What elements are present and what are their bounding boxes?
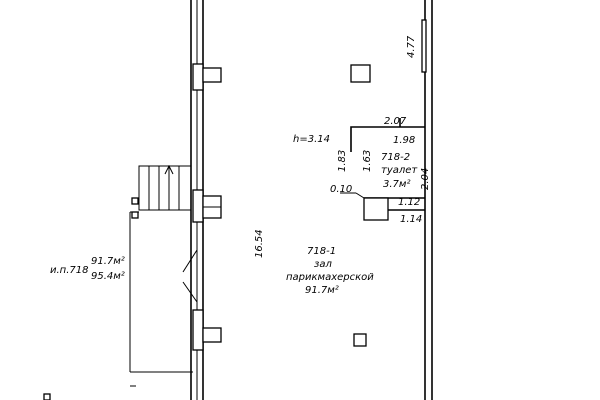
toilet-partitions [340,118,425,221]
premises-area-2: 95.4м² [91,271,125,282]
entrance-vestibule [43,164,193,400]
left-wall-column-middle [192,189,222,223]
column-bottom [353,333,367,347]
height-note: h=3.14 [293,134,330,145]
premises-area-1: 91.7м² [91,256,125,267]
premises-number: и.п.718 [50,265,88,276]
dim-1-63: 1.63 [362,150,373,172]
dim-1-14: 1.14 [400,214,422,225]
room-718-2-label: 718-2 туалет 3.7м² [381,152,418,190]
column-top [350,64,371,83]
dim-1-12: 1.12 [398,197,420,208]
dim-1-83: 1.83 [337,150,348,172]
right-exterior-wall [421,0,433,400]
premises-label: 91.7м² и.п.718 95.4м² [50,256,125,282]
room-718-1-name-line1: зал [314,259,332,270]
room-718-1-area: 91.7м² [305,285,339,296]
room-718-2-name: туалет [381,165,418,176]
dim-0-10: 0.10 [330,184,352,195]
left-wall-column-bottom [192,309,222,351]
room-718-1-number: 718-1 [307,246,336,257]
room-718-1-label: 718-1 зал парикмахерской 91.7м² [286,246,374,296]
room-718-1-name-line2: парикмахерской [286,272,374,283]
room-718-2-number: 718-2 [381,152,410,163]
dim-4-77: 4.77 [406,35,417,58]
dim-1-98: 1.98 [393,135,415,146]
dim-2-07: 2.07 [384,116,407,127]
dim-16-54: 16.54 [254,229,265,258]
room-718-2-area: 3.7м² [383,179,410,190]
left-wall-column-top [192,63,222,91]
dim-2-04: 2.04 [420,168,431,190]
entrance-door [182,249,198,303]
